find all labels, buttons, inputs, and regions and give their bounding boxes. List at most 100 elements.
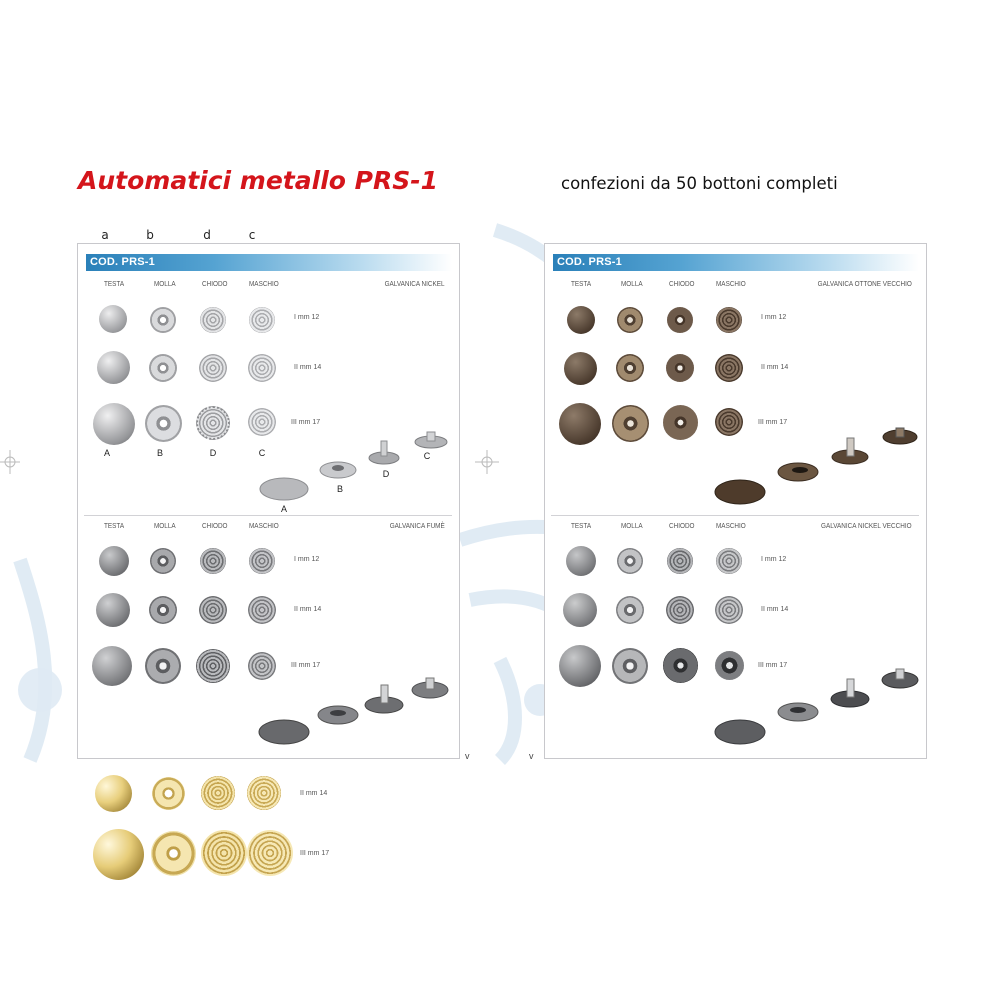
chiodo-button-ottone-14 xyxy=(666,354,694,382)
chiodo-button-fume-12 xyxy=(200,548,226,574)
maschio-button-fume-12 xyxy=(249,548,275,574)
header-molla: MOLLA xyxy=(621,279,643,288)
package-note: confezioni da 50 bottoni completi xyxy=(561,174,838,193)
catalog-panel-left: COD. PRS-1 TESTA MOLLA CHIODO MASCHIO GA… xyxy=(77,243,460,759)
maschio-button-nickel-vecchio-17 xyxy=(715,651,744,680)
maschio-button-nickel-14 xyxy=(248,354,276,382)
exploded-letter-b: B xyxy=(336,484,343,494)
header-molla: MOLLA xyxy=(154,521,176,530)
header-maschio: MASCHIO xyxy=(249,521,279,530)
chiodo-button-nickel-vecchio-14 xyxy=(666,596,694,624)
maschio-button-nickel-vecchio-12 xyxy=(716,548,742,574)
code-label-bar: COD. PRS-1 xyxy=(86,254,452,271)
molla-button-ottone-12 xyxy=(617,307,643,333)
size-label-14: II mm 14 xyxy=(294,364,322,371)
maschio-button-brass-17 xyxy=(247,830,293,876)
molla-button-ottone-17 xyxy=(612,405,649,442)
maschio-button-ottone-14 xyxy=(715,354,743,382)
molla-button-nickel-vecchio-17 xyxy=(612,648,648,684)
molla-button-brass-14 xyxy=(152,777,185,810)
testa-button-brass-17 xyxy=(93,829,144,880)
part-letter-c: C xyxy=(258,448,266,458)
header-chiodo: CHIODO xyxy=(669,521,695,530)
testa-button-brass-14 xyxy=(95,775,132,812)
header-molla: MOLLA xyxy=(154,279,176,288)
finish-label-ottone-vecchio: GALVANICA OTTONE VECCHIO xyxy=(817,279,912,288)
header-testa: TESTA xyxy=(104,279,125,288)
size-label-17: III mm 17 xyxy=(291,419,321,426)
chiodo-button-nickel-vecchio-17 xyxy=(663,648,698,683)
page-title: Automatici metallo PRS-1 xyxy=(78,166,438,195)
chiodo-button-nickel-12 xyxy=(200,307,226,333)
testa-button-nickel-vecchio-14 xyxy=(563,593,597,627)
column-letter-d: d xyxy=(203,228,211,242)
exploded-view-ottone-vecchio xyxy=(714,427,918,505)
maschio-button-nickel-17 xyxy=(248,408,276,436)
testa-button-ottone-14 xyxy=(564,352,597,385)
chiodo-button-fume-14 xyxy=(199,596,227,624)
exploded-letter-a: A xyxy=(280,504,287,514)
exploded-view-nickel xyxy=(259,431,448,501)
header-testa: TESTA xyxy=(104,521,125,530)
exploded-view-fume xyxy=(258,677,449,745)
column-letter-c: c xyxy=(248,228,256,242)
maschio-button-fume-17 xyxy=(248,652,276,680)
header-chiodo: CHIODO xyxy=(202,521,228,530)
header-maschio: MASCHIO xyxy=(249,279,279,288)
testa-button-fume-12 xyxy=(99,546,129,576)
testa-button-nickel-vecchio-17 xyxy=(559,645,601,687)
header-maschio: MASCHIO xyxy=(716,279,746,288)
chiodo-button-nickel-vecchio-12 xyxy=(667,548,693,574)
testa-button-fume-17 xyxy=(92,646,132,686)
section-divider xyxy=(551,515,919,516)
header-testa: TESTA xyxy=(571,279,592,288)
testa-button-ottone-12 xyxy=(567,306,595,334)
testa-button-nickel-17 xyxy=(93,403,135,445)
chiodo-button-brass-17 xyxy=(201,830,247,876)
maschio-button-brass-14 xyxy=(247,776,281,810)
molla-button-fume-12 xyxy=(150,548,176,574)
size-label-12: I mm 12 xyxy=(761,314,787,321)
chiodo-button-nickel-17 xyxy=(196,406,230,440)
molla-button-nickel-vecchio-14 xyxy=(616,596,644,624)
molla-button-ottone-14 xyxy=(616,354,644,382)
header-testa: TESTA xyxy=(571,521,592,530)
molla-button-brass-17 xyxy=(151,831,196,876)
part-letter-b: B xyxy=(156,448,163,458)
size-label-14: II mm 14 xyxy=(761,364,789,371)
molla-button-nickel-12 xyxy=(150,307,176,333)
header-chiodo: CHIODO xyxy=(669,279,695,288)
testa-button-nickel-vecchio-12 xyxy=(566,546,596,576)
chiodo-button-nickel-14 xyxy=(199,354,227,382)
size-label-12: I mm 12 xyxy=(761,556,787,563)
maschio-button-fume-14 xyxy=(248,596,276,624)
testa-button-nickel-14 xyxy=(97,351,130,384)
testa-button-fume-14 xyxy=(96,593,130,627)
exploded-view-nickel-vecchio xyxy=(714,668,919,745)
size-label-14: II mm 14 xyxy=(294,606,322,613)
part-letter-d: D xyxy=(209,448,217,458)
finish-label-nickel: GALVANICA NICKEL xyxy=(384,279,445,288)
testa-button-ottone-17 xyxy=(559,403,601,445)
catalog-panel-right: COD. PRS-1 TESTA MOLLA CHIODO MASCHIO GA… xyxy=(544,243,927,759)
header-molla: MOLLA xyxy=(621,521,643,530)
header-maschio: MASCHIO xyxy=(716,521,746,530)
code-label-bar: COD. PRS-1 xyxy=(553,254,919,271)
maschio-button-nickel-12 xyxy=(249,307,275,333)
maschio-button-nickel-vecchio-14 xyxy=(715,596,743,624)
molla-button-fume-17 xyxy=(145,648,181,684)
column-letter-b: b xyxy=(146,228,154,242)
size-label-17: III mm 17 xyxy=(758,662,788,669)
section-divider xyxy=(84,515,452,516)
part-letter-a: A xyxy=(103,448,110,458)
testa-button-nickel-12 xyxy=(99,305,127,333)
mark-v-right: v xyxy=(529,751,534,761)
finish-label-nickel-vecchio: GALVANICA NICKEL VECCHIO xyxy=(821,521,912,530)
brass-size-label-17: III mm 17 xyxy=(300,850,330,857)
molla-button-nickel-vecchio-12 xyxy=(617,548,643,574)
chiodo-button-ottone-17 xyxy=(663,405,698,440)
mark-v-left: v xyxy=(465,751,470,761)
exploded-letter-d: D xyxy=(382,469,390,479)
maschio-button-ottone-17 xyxy=(715,408,743,436)
size-label-12: I mm 12 xyxy=(294,556,320,563)
